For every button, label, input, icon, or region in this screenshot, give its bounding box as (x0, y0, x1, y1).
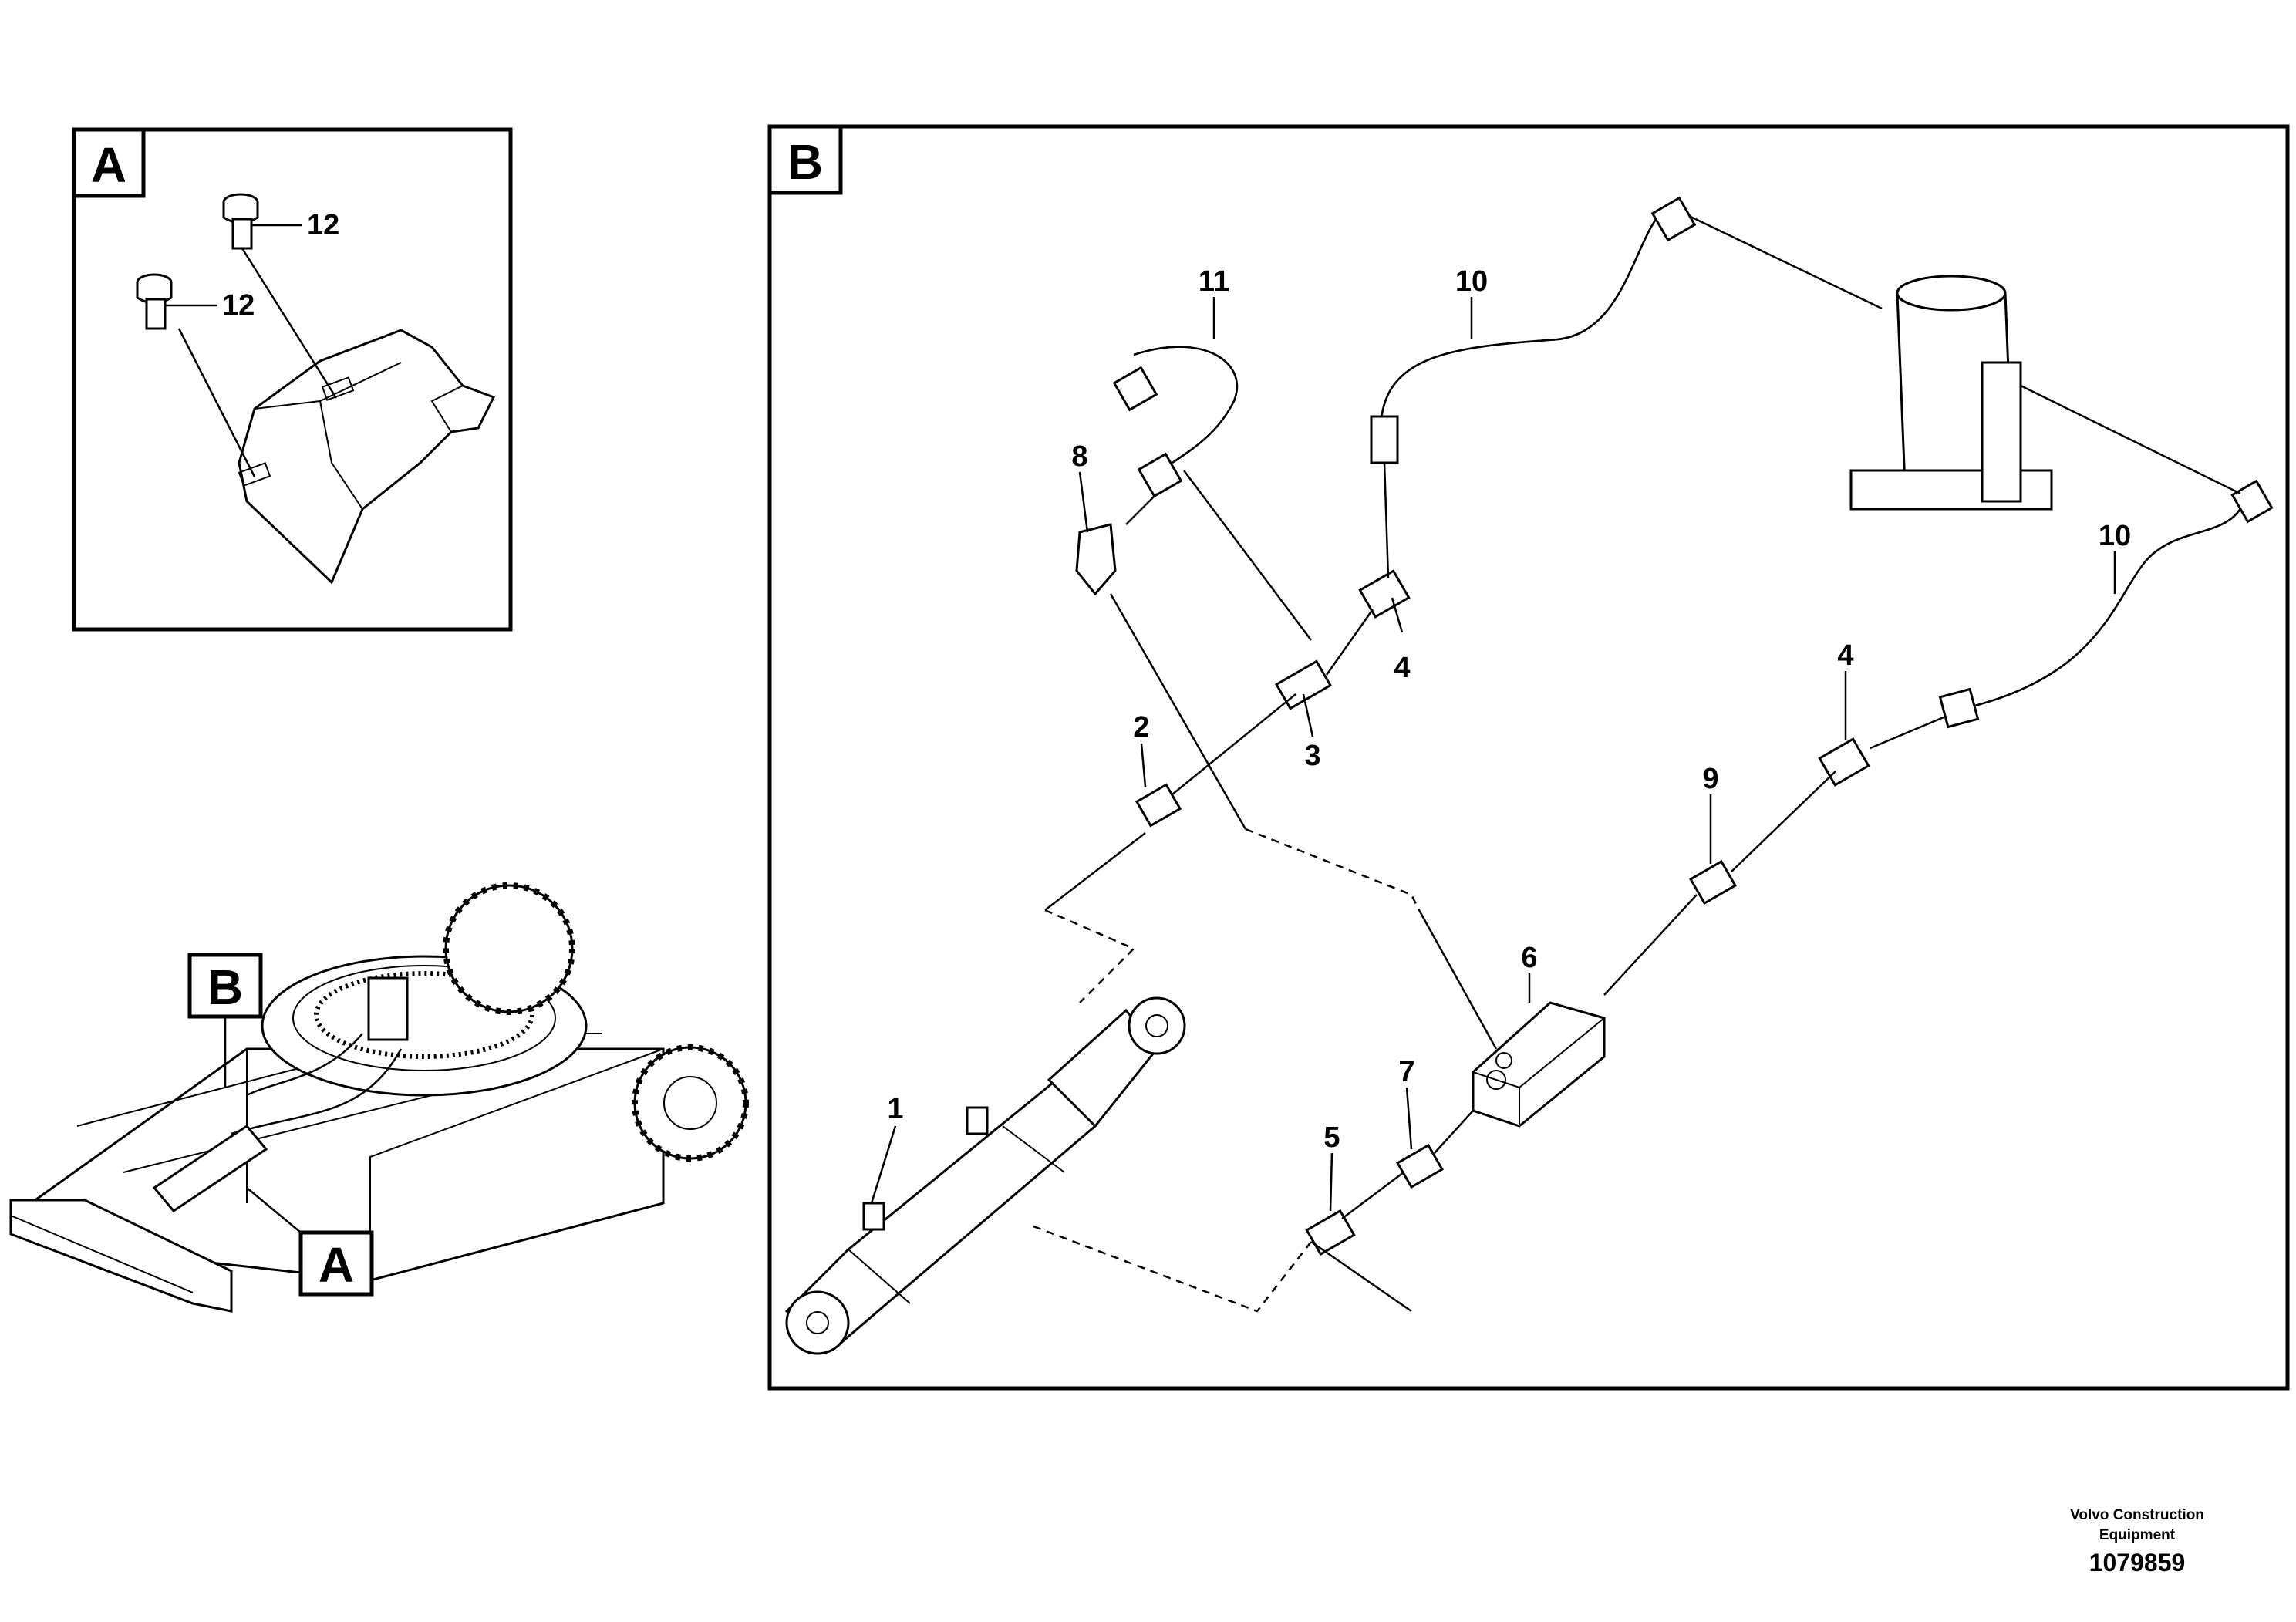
callout-8: 8 (1071, 440, 1087, 473)
document-number: 1079859 (2089, 1549, 2186, 1576)
tee-fitting-3 (1274, 659, 1333, 710)
company-name-line-2: Equipment (2099, 1527, 2176, 1543)
hose-11 (1112, 346, 1239, 498)
callout-10-right: 10 (2099, 520, 2131, 552)
fitting-7 (1396, 1143, 1444, 1189)
callout-10-upper: 10 (1455, 265, 1488, 298)
fitting-9 (1689, 859, 1737, 905)
callout-2: 2 (1133, 711, 1149, 744)
panel-a-label: A (91, 137, 126, 193)
callout-6: 6 (1521, 942, 1537, 974)
elbow-fitting-4-lower (1818, 737, 1870, 787)
callout-11: 11 (1199, 265, 1229, 298)
panel-a-label-box (72, 127, 146, 198)
callout-12-lower: 12 (222, 289, 255, 322)
swivel-joint (1849, 275, 2053, 511)
bolt-upper (222, 193, 338, 399)
elbow-fitting-4-upper (1358, 569, 1411, 619)
callout-9: 9 (1702, 763, 1718, 795)
overview-label-a: A (319, 1237, 354, 1293)
elbow-fitting-8 (1075, 523, 1117, 596)
callout-4-lower: 4 (1837, 639, 1853, 672)
hydraulic-cylinder (784, 996, 1186, 1355)
mounting-bracket (238, 329, 496, 585)
overview-label-a-box (298, 1230, 374, 1297)
callout-1: 1 (887, 1093, 903, 1125)
detail-panel-b: B (767, 124, 2290, 1391)
company-name-line-1: Volvo Construction (2070, 1507, 2204, 1523)
callout-3: 3 (1304, 740, 1320, 772)
callout-4-upper: 4 (1394, 652, 1410, 684)
fitting-2 (1135, 783, 1182, 828)
fitting-5 (1305, 1209, 1356, 1256)
hose-10-upper (1370, 196, 1697, 464)
callout-5: 5 (1323, 1121, 1340, 1154)
overview-label-b-box (187, 953, 263, 1019)
undercarriage-overview: B A (9, 882, 749, 1313)
valve-block-6 (1472, 1001, 1606, 1128)
callout-12-upper: 12 (307, 209, 339, 241)
panel-b-label: B (787, 134, 823, 190)
bolt-lower (136, 273, 256, 477)
detail-panel-a: A 12 12 (72, 127, 513, 632)
footer: Volvo Construction Equipment 1079859 (2037, 1506, 2237, 1577)
hose-10-right (1938, 479, 2274, 729)
callout-7: 7 (1398, 1056, 1414, 1088)
overview-label-b: B (207, 959, 243, 1015)
panel-b-label-box (767, 124, 843, 195)
